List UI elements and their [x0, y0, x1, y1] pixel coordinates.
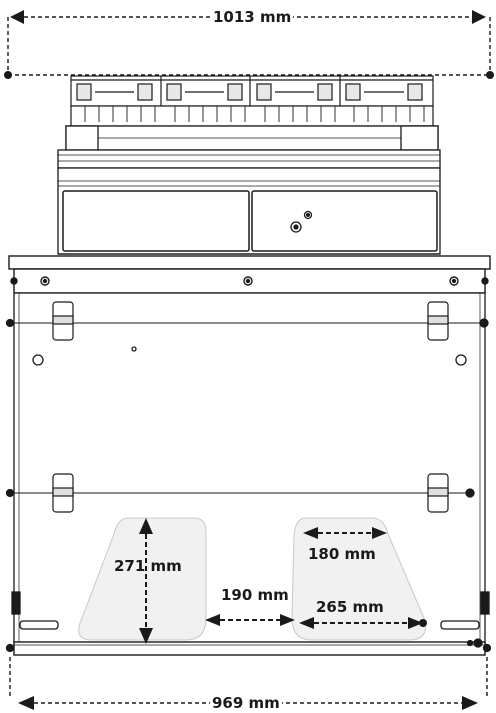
arrow-left-icon — [18, 696, 34, 710]
arrow-up-icon — [139, 518, 153, 534]
arrow-right-icon — [472, 10, 486, 24]
cutout-dimension-lines — [139, 518, 427, 644]
bottom-width-label: 969 mm — [210, 694, 282, 712]
cutout-left — [78, 517, 207, 641]
cutout-regions — [78, 517, 426, 641]
latch-icon — [52, 301, 449, 513]
gap-width-label: 190 mm — [219, 586, 291, 604]
top-grille-assembly — [70, 75, 434, 127]
cutout-right — [291, 517, 426, 641]
motor-housing — [57, 125, 441, 260]
cutout-top-width-label: 180 mm — [308, 545, 376, 563]
canopy-body — [5, 292, 492, 656]
canopy-flange — [8, 255, 491, 294]
arrow-down-icon — [139, 628, 153, 644]
cutout-bottom-width-label: 265 mm — [316, 598, 384, 616]
arrow-left-icon — [10, 10, 24, 24]
cutout-height-label: 271 mm — [114, 557, 182, 575]
bottom-width-dimension — [9, 657, 488, 710]
arrow-right-icon — [462, 696, 478, 710]
overall-width-label: 1013 mm — [211, 8, 294, 26]
